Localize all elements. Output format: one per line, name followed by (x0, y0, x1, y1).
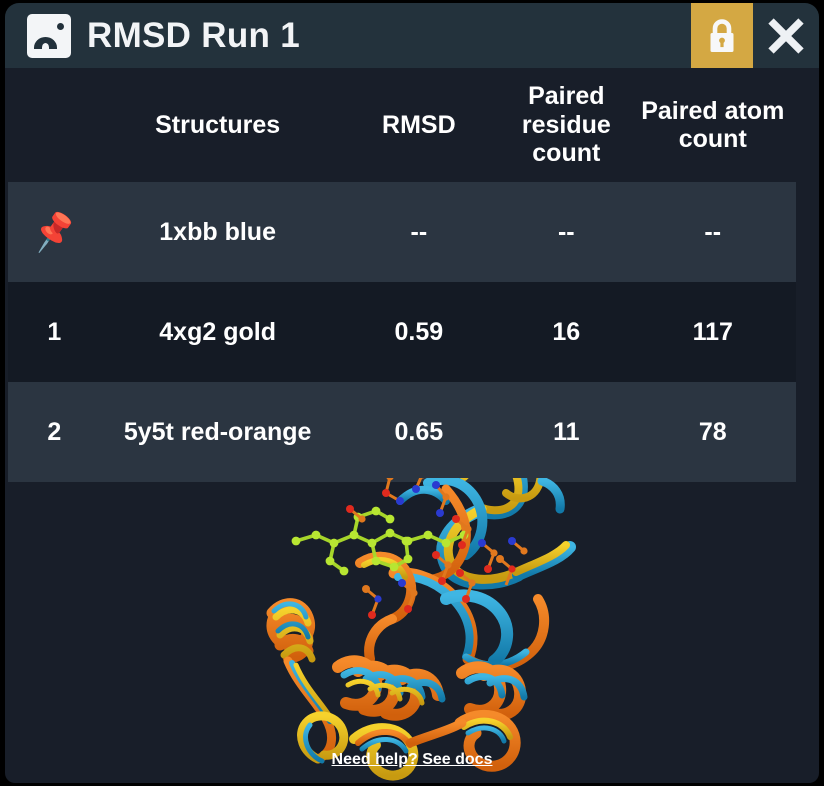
pushpin-icon[interactable]: 📌 (30, 209, 79, 254)
row-structure-name: 1xbb blue (159, 217, 276, 246)
row-pin-cell[interactable]: 📌 (8, 182, 101, 282)
rmsd-table: Structures RMSD Paired residue count Pai… (8, 68, 796, 482)
ligand-atoms (346, 478, 528, 619)
row-paired-residue-count: 11 (553, 417, 580, 446)
row-index[interactable]: 2 (47, 417, 62, 446)
ligand-green-atoms (291, 506, 469, 576)
image-icon (27, 13, 71, 58)
window-titlebar: RMSD Run 1 (5, 3, 819, 68)
row-paired-residue-count: 16 (552, 317, 581, 346)
table-body: 📌 1xbb blue -- -- -- 1 4xg2 gold 0.59 16… (8, 182, 796, 482)
row-structure-name: 5y5t red-orange (123, 417, 312, 446)
column-header-paired-atom-count[interactable]: Paired atom count (641, 96, 785, 154)
table-row[interactable]: 1 4xg2 gold 0.59 16 117 (8, 282, 796, 382)
column-header-rmsd[interactable]: RMSD (382, 110, 456, 139)
row-paired-residue-count: -- (557, 217, 575, 246)
row-structure-name: 4xg2 gold (159, 317, 276, 346)
table-row[interactable]: 2 5y5t red-orange 0.65 11 78 (8, 382, 796, 482)
row-rmsd-value: 0.65 (394, 417, 444, 446)
row-index[interactable]: 1 (47, 317, 62, 346)
row-rmsd-value: -- (410, 217, 428, 246)
close-icon (768, 17, 804, 54)
row-paired-atom-count: 117 (692, 317, 733, 346)
column-header-structures[interactable]: Structures (155, 110, 281, 139)
table-row[interactable]: 📌 1xbb blue -- -- -- (8, 182, 796, 282)
close-button[interactable] (753, 3, 819, 68)
protein-structure-render (266, 478, 576, 781)
window-title: RMSD Run 1 (87, 15, 300, 55)
row-paired-atom-count: -- (704, 217, 722, 246)
column-header-paired-residue-count[interactable]: Paired residue count (521, 82, 611, 168)
column-header-pin[interactable] (8, 68, 101, 182)
image-icon-sun (57, 22, 64, 30)
lock-button[interactable] (691, 3, 753, 68)
table-header: Structures RMSD Paired residue count Pai… (8, 68, 796, 182)
docs-link[interactable]: Need help? See docs (331, 751, 493, 768)
row-paired-atom-count: 78 (698, 417, 727, 446)
window-body: Structures RMSD Paired residue count Pai… (5, 68, 819, 783)
table-header-row: Structures RMSD Paired residue count Pai… (8, 68, 796, 182)
image-icon-hill (34, 36, 57, 49)
molecule-viewport[interactable] (5, 478, 819, 783)
row-rmsd-value: 0.59 (394, 317, 444, 346)
lock-icon (710, 18, 734, 52)
